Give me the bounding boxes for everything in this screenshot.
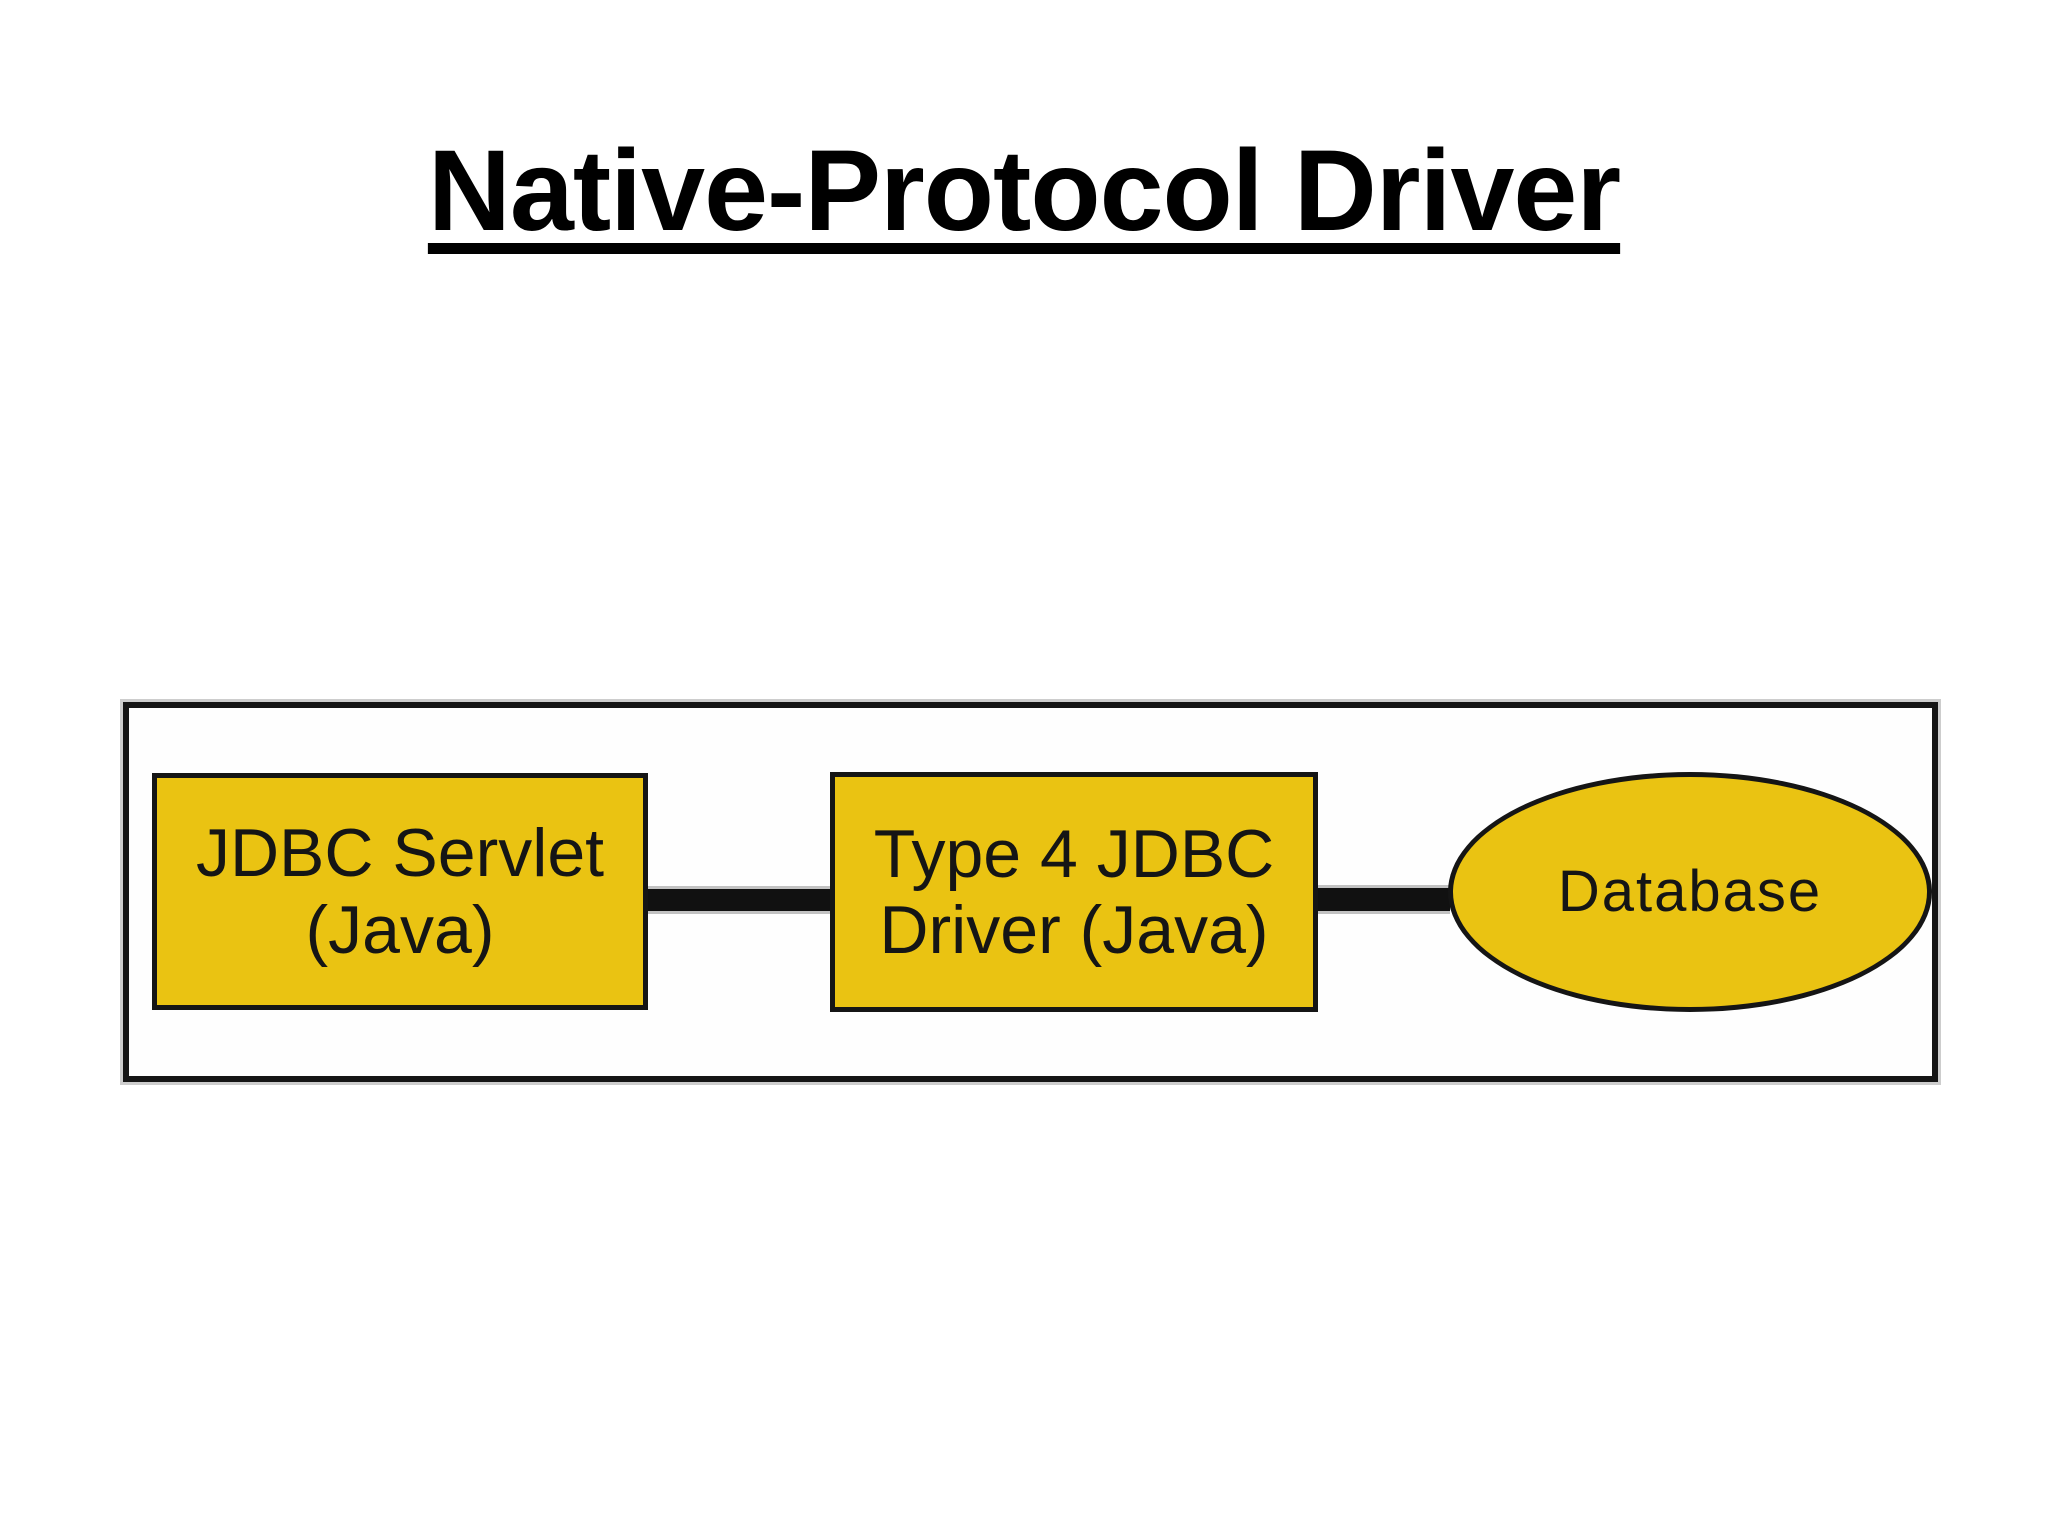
node-jdbc-servlet-label-line-1: JDBC Servlet (195, 815, 605, 892)
node-type-4-jdbc-driver-label-line-1: Type 4 JDBC (873, 815, 1275, 892)
node-database-label: Database (1557, 858, 1823, 924)
node-jdbc-servlet: JDBC Servlet (Java) (152, 773, 648, 1010)
node-database: Database (1448, 772, 1932, 1012)
connector-driver-to-database (1318, 888, 1450, 911)
connector-servlet-to-driver (648, 889, 832, 911)
node-type-4-jdbc-driver-label-line-2: Driver (Java) (879, 892, 1269, 968)
page-title: Native-Protocol Driver (0, 134, 2048, 249)
diagram-frame: JDBC Servlet (Java) Type 4 JDBC Driver (… (123, 702, 1938, 1082)
page-title-text: Native-Protocol Driver (427, 127, 1621, 255)
node-jdbc-servlet-label-line-2: (Java) (305, 891, 495, 968)
node-type-4-jdbc-driver: Type 4 JDBC Driver (Java) (830, 772, 1318, 1012)
